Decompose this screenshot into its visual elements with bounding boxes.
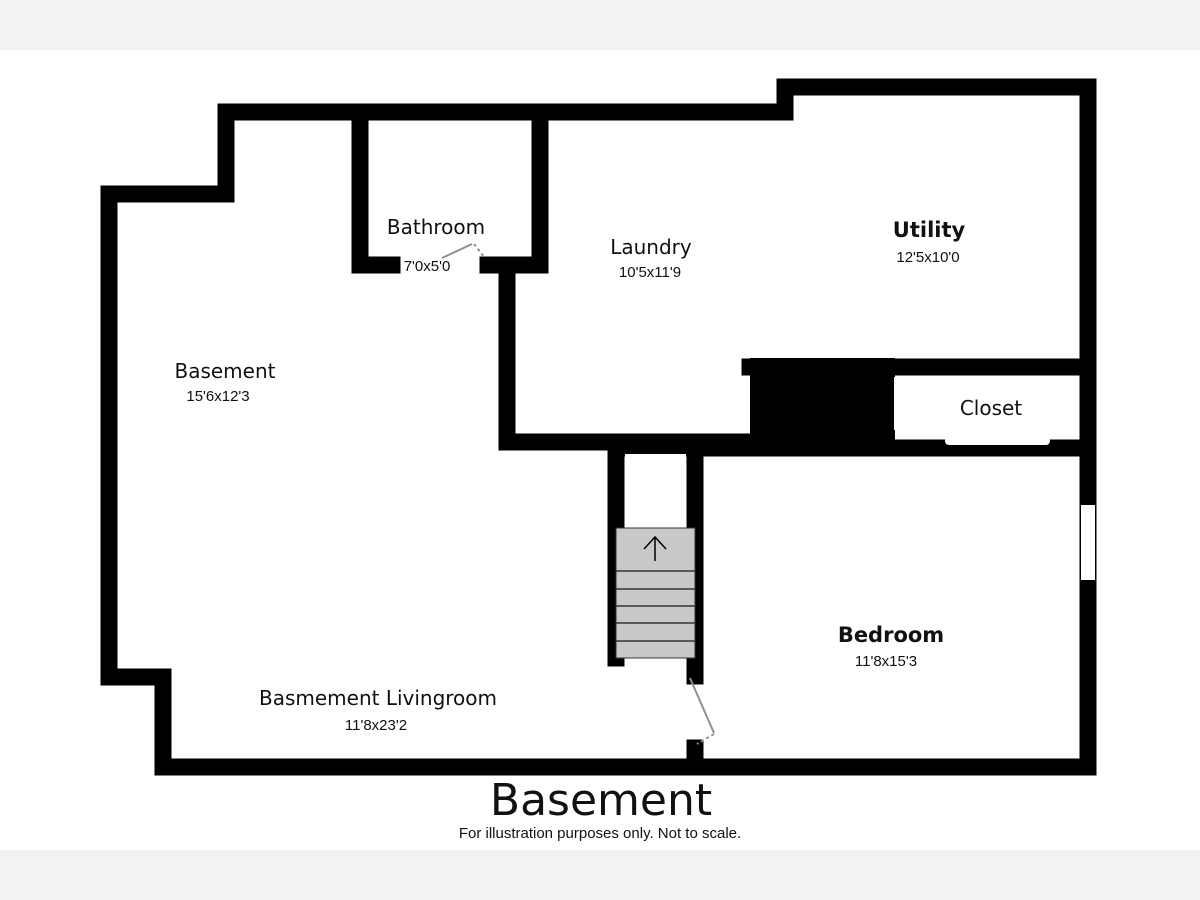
bathroom-door-arc <box>473 243 486 259</box>
laundry-wall <box>498 256 759 451</box>
bathroom-door-swing <box>441 243 473 259</box>
stairs-up-arrow-icon <box>643 535 667 561</box>
room-name-basement: Basement <box>174 359 275 383</box>
room-dims-bedroom: 11'8x15'3 <box>855 653 917 670</box>
door-swings <box>441 243 715 745</box>
room-name-utility: Utility <box>893 218 966 242</box>
room-dims-utility: 12'5x10'0 <box>896 249 959 266</box>
utility-chase <box>750 358 895 448</box>
bathroom-right-wall <box>479 103 549 274</box>
closet-door-opening <box>945 437 1050 445</box>
stairway-interior <box>625 454 686 528</box>
room-dims-basement: 15'6x12'3 <box>186 388 249 405</box>
room-dims-bathroom: 7'0x5'0 <box>404 258 451 275</box>
room-name-closet: Closet <box>960 396 1022 420</box>
bathroom-left-wall <box>351 103 401 274</box>
disclaimer: For illustration purposes only. Not to s… <box>459 825 741 842</box>
room-dims-livingroom: 11'8x23'2 <box>345 717 407 734</box>
room-name-livingroom: Basmement Livingroom <box>259 686 497 710</box>
stairs <box>615 527 696 659</box>
outer-wall <box>100 78 1097 776</box>
room-dims-laundry: 10'5x11'9 <box>619 264 681 281</box>
closet-interior <box>894 377 1078 430</box>
room-name-bedroom: Bedroom <box>838 623 944 647</box>
room-name-laundry: Laundry <box>610 235 692 259</box>
plan-title: Basement <box>490 775 712 826</box>
bedroom-window <box>1081 505 1095 580</box>
bedroom-door-swing <box>689 677 715 734</box>
room-name-bathroom: Bathroom <box>387 215 485 239</box>
